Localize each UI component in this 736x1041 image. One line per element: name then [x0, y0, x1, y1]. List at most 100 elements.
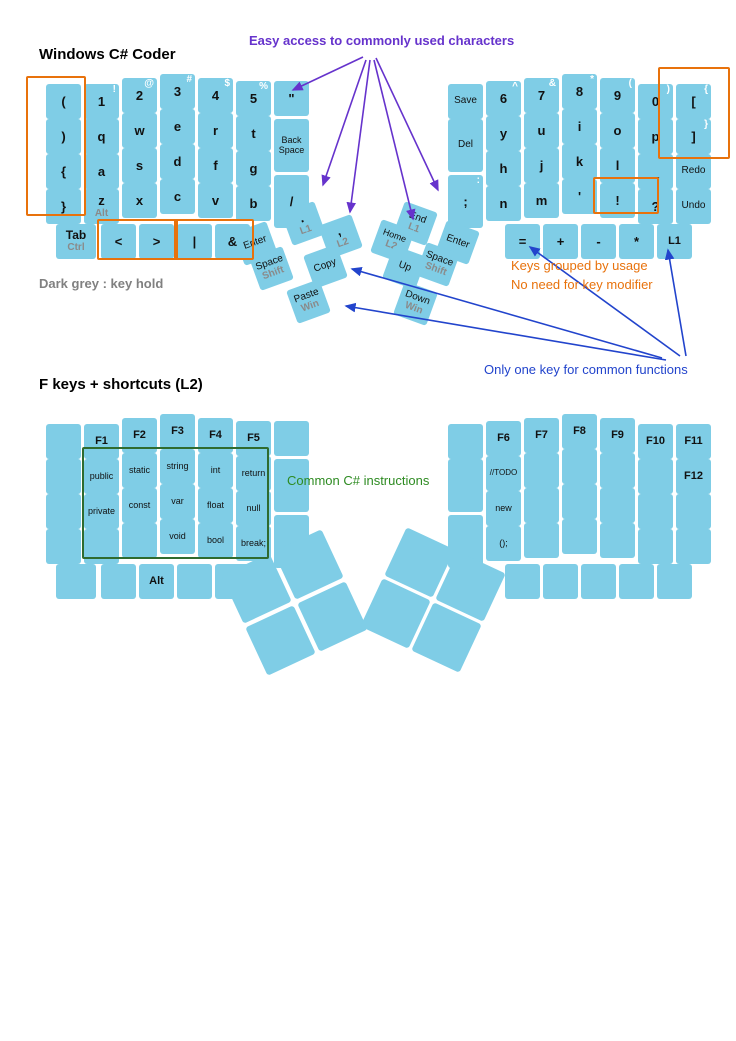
key-k: k — [562, 144, 597, 179]
keys-grouped-annotation: Keys grouped by usage No need for key mo… — [511, 256, 653, 294]
key-label: void — [169, 530, 186, 541]
key-f6: F6 — [486, 421, 521, 456]
key-symbol: ) — [46, 119, 81, 154]
key-n: n — [486, 186, 521, 221]
key-symbol: ' — [562, 179, 597, 214]
l2-layer-title: F keys + shortcuts (L2) — [39, 376, 203, 393]
key-symbol: + — [543, 224, 578, 259]
key-label: ] — [691, 128, 696, 144]
key-f: f — [198, 148, 233, 183]
key-label: Redo — [681, 165, 706, 177]
key-symbol: ? — [638, 189, 673, 224]
key-blank — [543, 564, 578, 599]
key-blank — [448, 459, 483, 512]
key-label: v — [211, 192, 220, 208]
key-0: 0) — [638, 84, 673, 119]
key-5: 5% — [236, 81, 271, 116]
key-symbol: | — [177, 224, 212, 259]
key-f9: F9 — [600, 418, 635, 453]
key-p: p — [638, 119, 673, 154]
key-blank — [177, 564, 212, 599]
key-f11: F11 — [676, 424, 711, 459]
key-label: float — [206, 499, 224, 510]
annotation-arrow — [373, 59, 416, 221]
key-label: x — [135, 192, 144, 208]
key-blank — [638, 529, 673, 564]
key-shift-label: : — [476, 175, 480, 186]
key-label: 7 — [537, 87, 546, 103]
key-hold-label: L1 — [298, 222, 314, 237]
key-symbol: ]} — [676, 119, 711, 154]
key-shift-label: } — [704, 119, 708, 130]
key-label: = — [518, 233, 527, 249]
key-t: t — [236, 116, 271, 151]
key-blank — [638, 459, 673, 494]
key-blank — [676, 494, 711, 529]
key-blank — [619, 564, 654, 599]
key-label: j — [539, 157, 544, 173]
key-symbol: _ — [638, 154, 673, 189]
key-7: 7& — [524, 78, 559, 113]
key-blank — [676, 529, 711, 564]
key-shift-label: ) — [666, 84, 670, 95]
key-label: 5 — [249, 90, 258, 106]
key-label: F10 — [646, 434, 665, 447]
highlight-box — [658, 67, 730, 159]
key-string: string — [160, 449, 195, 484]
key-label: F5 — [247, 431, 260, 444]
key-hold-label: Ctrl — [67, 242, 85, 254]
key-blank — [448, 424, 483, 459]
key-label: / — [289, 193, 294, 209]
key-blank — [562, 449, 597, 484]
key-label: Del — [457, 139, 473, 151]
key-u: u — [524, 113, 559, 148]
key-e: e — [160, 109, 195, 144]
key-symbol: { — [46, 154, 81, 189]
key-d: d — [160, 144, 195, 179]
annotation-arrow — [321, 59, 367, 187]
key-label: Undo — [681, 200, 706, 212]
key-x: x — [122, 183, 157, 218]
common-cs-annotation: Common C# instructions — [287, 473, 430, 488]
key-q: q — [84, 119, 119, 154]
key-blank — [56, 564, 96, 599]
key-label: w — [134, 122, 145, 138]
key-label: y — [499, 125, 508, 141]
key-f10: F10 — [638, 424, 673, 459]
key-label: l — [615, 157, 620, 173]
key-blank — [101, 564, 136, 599]
key-blank — [562, 519, 597, 554]
key-label: ! — [615, 192, 620, 208]
key-h: h — [486, 151, 521, 186]
key-symbol: } — [46, 189, 81, 224]
key-f8: F8 — [562, 414, 597, 449]
key-label: [ — [691, 93, 696, 109]
key-shift-label: # — [186, 74, 192, 85]
key-label: z — [98, 192, 105, 208]
key-label: ) — [61, 128, 66, 144]
key-6: 6^ — [486, 81, 521, 116]
key-9: 9( — [600, 78, 635, 113]
key-new: new — [486, 491, 521, 526]
annotation-arrow — [346, 59, 371, 214]
key-label: } — [60, 198, 67, 214]
key-label: + — [556, 233, 565, 249]
key-label: b — [249, 195, 258, 211]
key-label: - — [596, 233, 601, 249]
key-shift-label: % — [259, 81, 268, 92]
key-label: F3 — [171, 424, 184, 437]
key-2: 2@ — [122, 78, 157, 113]
key-4: 4$ — [198, 78, 233, 113]
key-label: F4 — [209, 428, 222, 441]
key-label: , — [334, 223, 343, 239]
key-blank — [274, 421, 309, 456]
key-label: 4 — [211, 87, 220, 103]
key-label: 1 — [97, 93, 106, 109]
key-label: Enter — [444, 232, 471, 252]
key-symbol: > — [139, 224, 174, 259]
key-label: Up — [396, 259, 413, 275]
key-blank — [600, 523, 635, 558]
key-label: 2 — [135, 87, 144, 103]
